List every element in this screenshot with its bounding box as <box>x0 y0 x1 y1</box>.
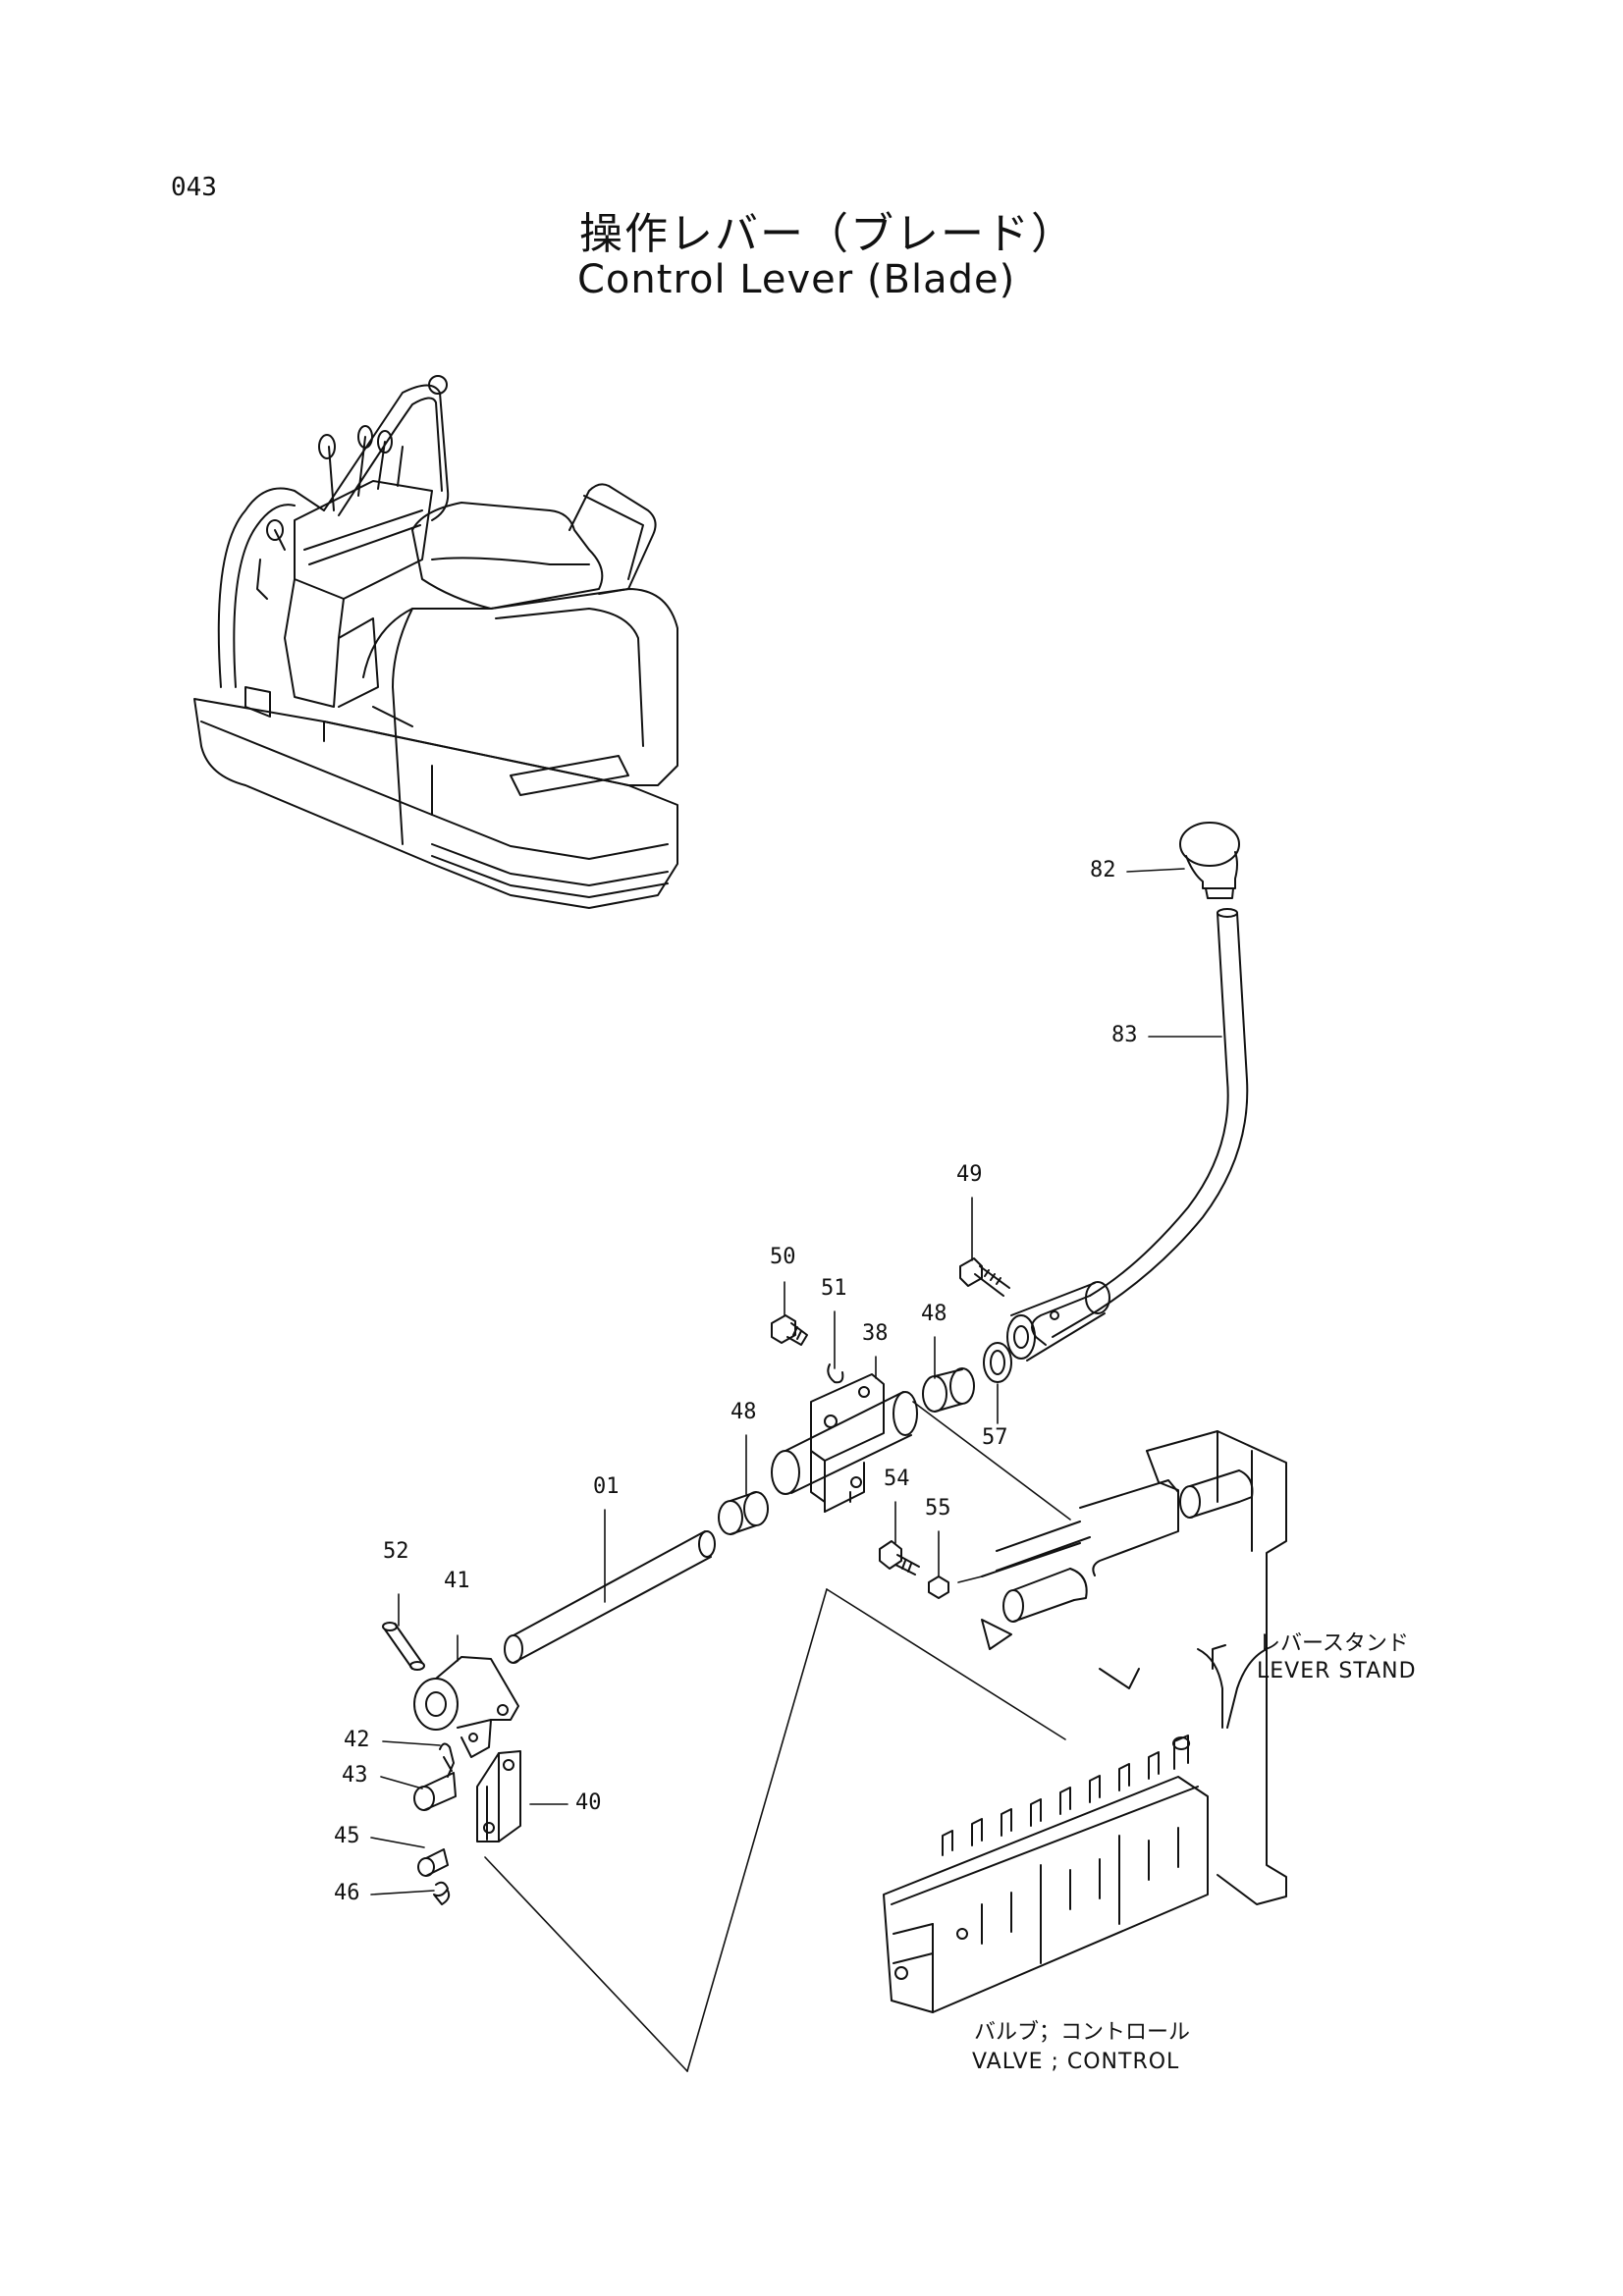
leader-lines <box>371 869 1221 1895</box>
callout-48-lower: 48 <box>730 1400 757 1424</box>
part-48-bushing-lower <box>719 1492 768 1534</box>
part-82-knob <box>1180 823 1239 898</box>
callout-48-upper: 48 <box>921 1302 947 1326</box>
part-51-snap-ring <box>828 1364 842 1382</box>
callout-40: 40 <box>575 1790 602 1815</box>
seat-back <box>569 484 656 594</box>
valve-label-jp: バルブ；コントロール <box>974 2020 1191 2045</box>
part-50-bolt <box>772 1315 807 1345</box>
valve-label-en: VALVE ; CONTROL <box>972 2050 1180 2074</box>
callout-42: 42 <box>344 1728 370 1752</box>
part-40-link <box>477 1751 520 1842</box>
part-46-clip <box>434 1883 449 1904</box>
part-54-bolt <box>880 1541 919 1575</box>
callout-49: 49 <box>956 1162 983 1187</box>
lever-stand-label-jp: レバースタンド <box>1259 1631 1409 1656</box>
part-41-lever-arm <box>414 1657 518 1757</box>
part-42-clip <box>440 1743 454 1777</box>
part-52-pin <box>383 1623 424 1670</box>
seat-cowl <box>324 589 677 785</box>
guard-bar <box>219 489 324 688</box>
part-43-pin <box>414 1773 456 1810</box>
callout-83: 83 <box>1111 1023 1138 1047</box>
control-console <box>295 481 432 599</box>
callout-43: 43 <box>342 1763 368 1788</box>
callout-41: 41 <box>444 1569 470 1593</box>
callout-46: 46 <box>334 1881 360 1905</box>
callout-45: 45 <box>334 1824 360 1848</box>
assembly-lines <box>485 1402 1070 2071</box>
callout-55: 55 <box>925 1496 951 1521</box>
callout-51: 51 <box>821 1276 847 1301</box>
part-49-bolt <box>960 1258 1009 1296</box>
callout-57: 57 <box>982 1425 1008 1450</box>
callout-82: 82 <box>1090 858 1116 882</box>
lever-stand <box>982 1431 1286 1904</box>
part-83-lever-rod <box>1007 909 1247 1361</box>
callout-38: 38 <box>862 1321 889 1346</box>
callout-50: 50 <box>770 1245 796 1269</box>
part-38-bracket <box>772 1374 917 1512</box>
seat <box>412 503 602 609</box>
title-english: Control Lever (Blade) <box>577 257 1016 302</box>
lever-stand-label-en: LEVER STAND <box>1257 1659 1417 1683</box>
part-57-washer <box>984 1343 1011 1382</box>
control-valve <box>884 1735 1208 2012</box>
callout-54: 54 <box>884 1467 910 1491</box>
part-55-nut <box>929 1576 948 1598</box>
callout-52: 52 <box>383 1539 409 1564</box>
machine-base <box>194 699 677 908</box>
part-01-shaft <box>505 1531 715 1663</box>
page-number: 043 <box>171 173 217 202</box>
callout-01: 01 <box>593 1474 620 1499</box>
title-japanese: 操作レバー（ブレード） <box>579 209 1076 259</box>
part-45-pin <box>418 1849 448 1876</box>
part-48-bushing-upper <box>923 1368 974 1412</box>
machine-base-band <box>201 721 668 859</box>
machine-overview-illustration <box>194 376 677 908</box>
